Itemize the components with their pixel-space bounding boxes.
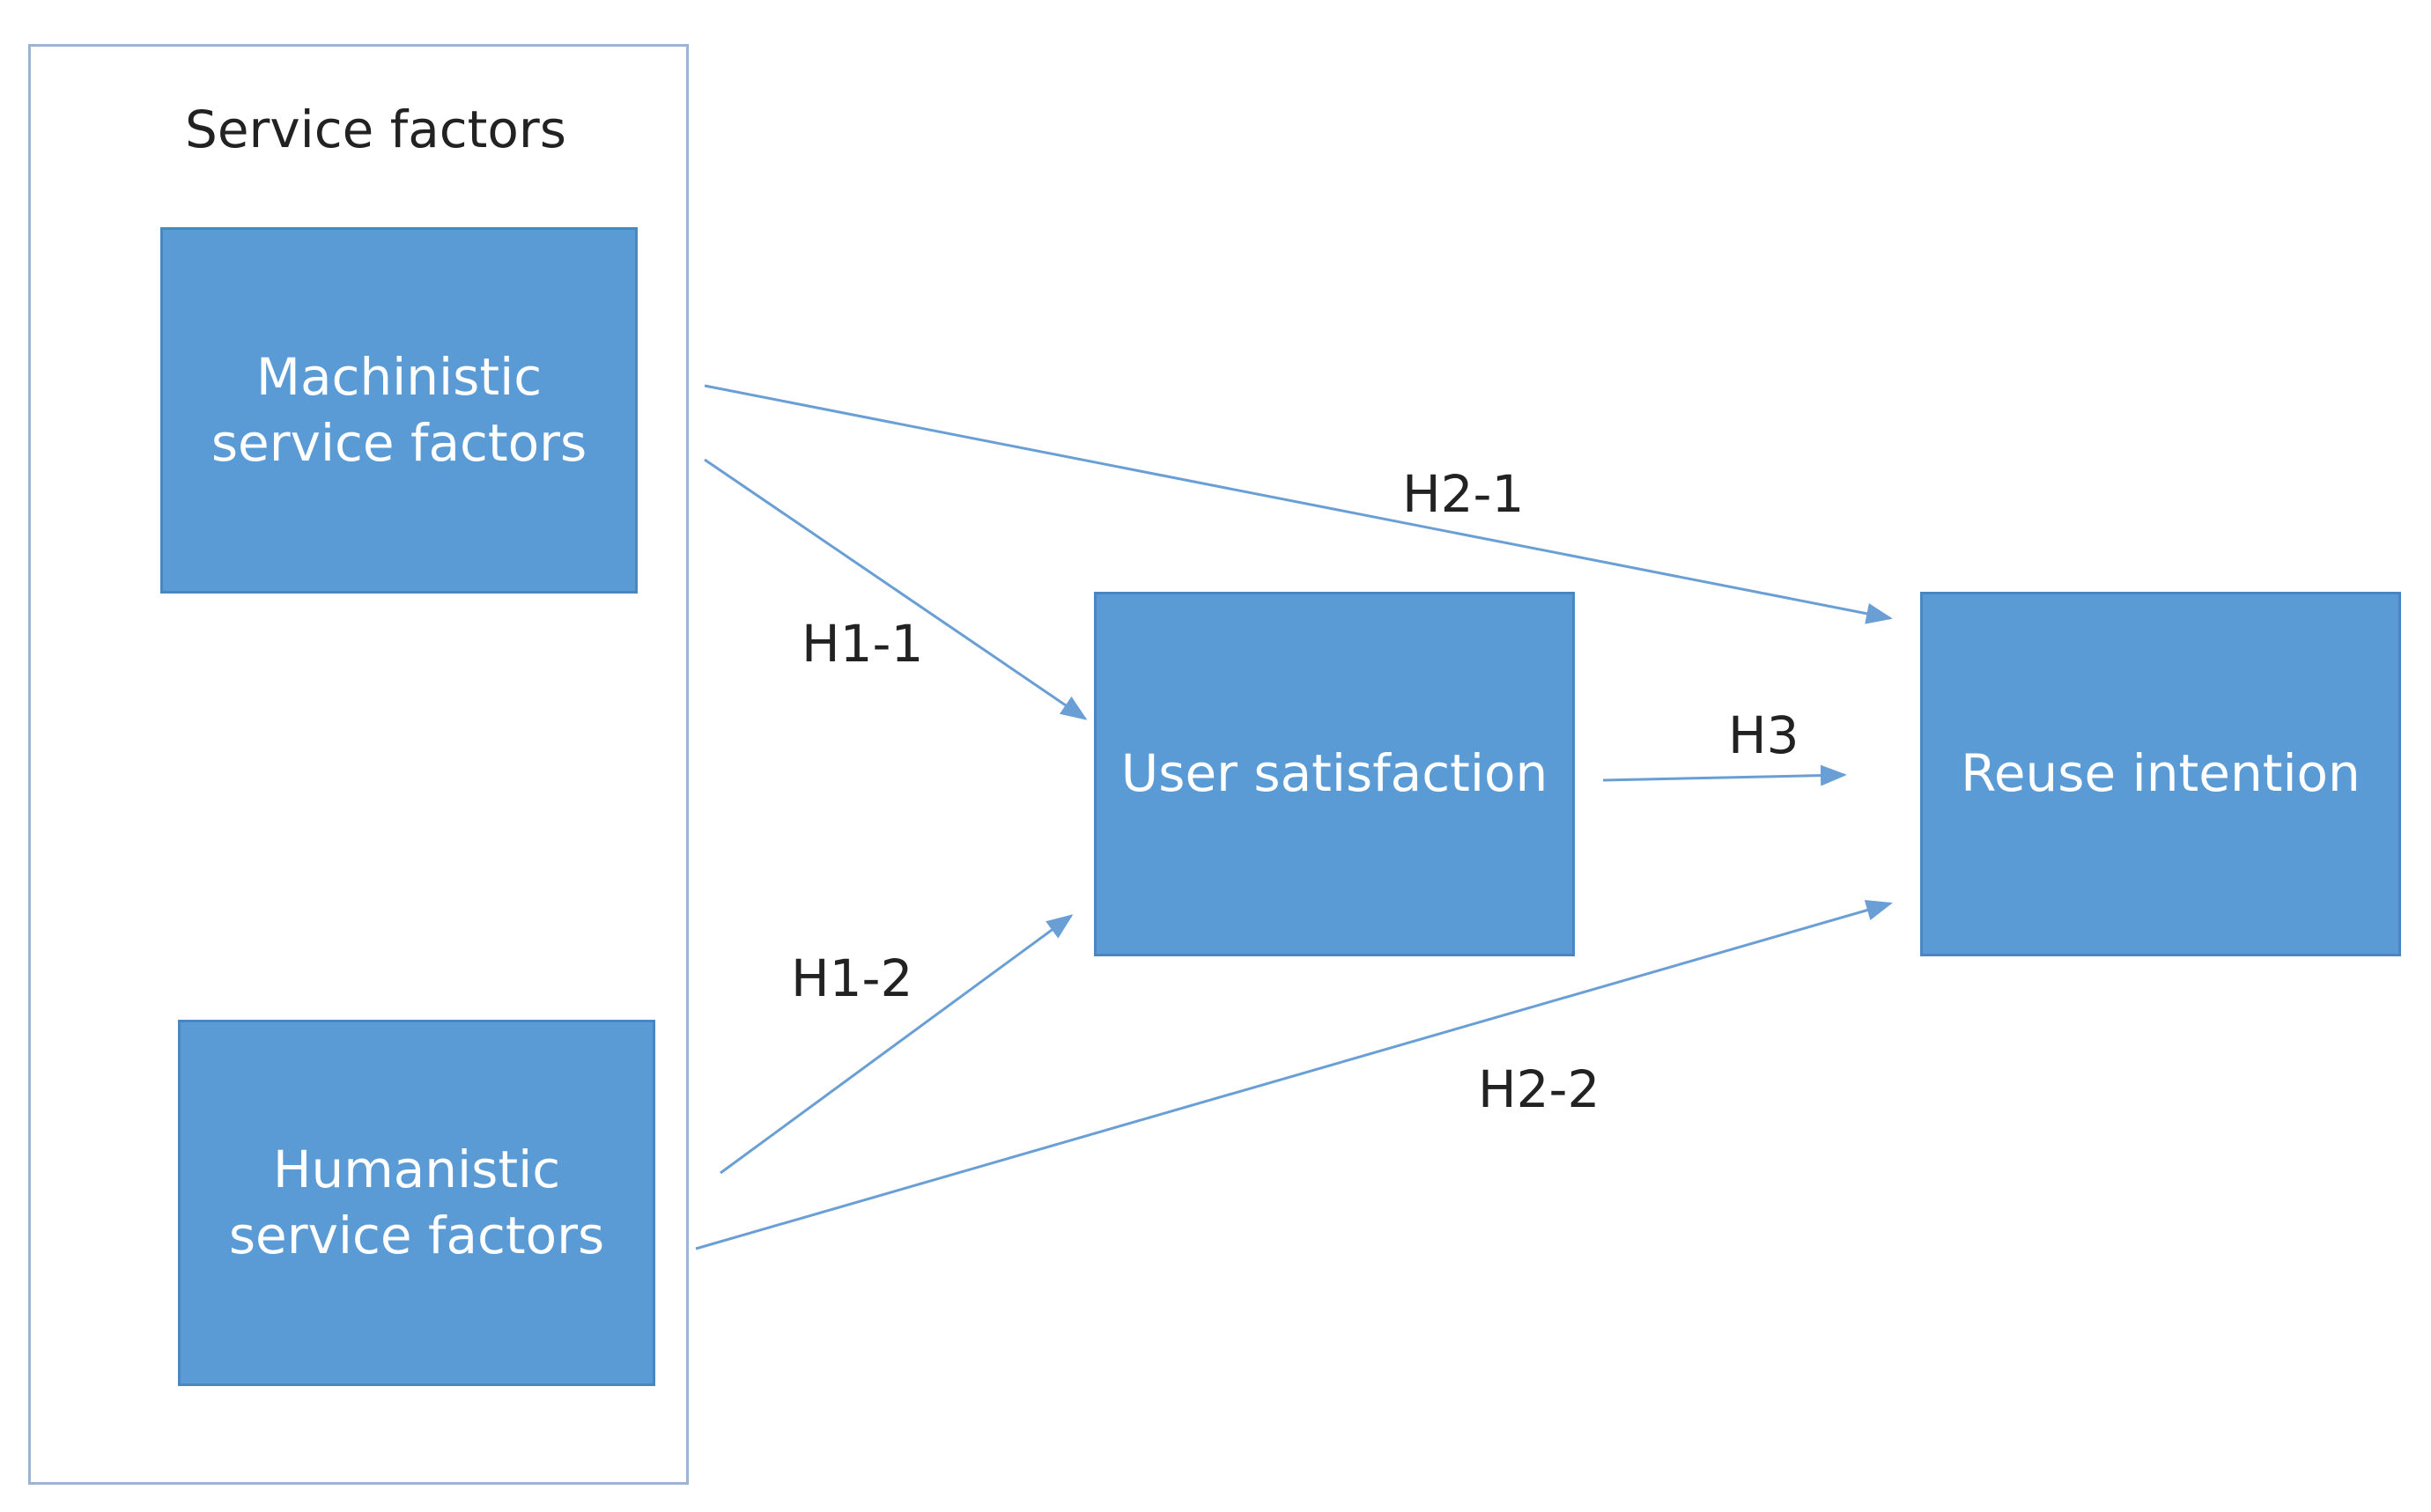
user-satisfaction-label: User satisfaction [1120,743,1548,804]
machinistic-label-line1: Machinistic [255,346,543,407]
reuse-intention-label: Reuse intention [1961,743,2361,804]
machinistic-service-factors-node: Machinistic service factors [160,227,638,594]
edge-h2-1 [704,384,1893,624]
edge-h1-1 [704,458,1088,720]
service-factors-title: Service factors [185,100,566,159]
edge-label-h2-2: H2-2 [1478,1059,1600,1119]
humanistic-label-line2: service factors [228,1206,605,1265]
edge-label-h1-1: H1-1 [802,614,924,674]
edge-label-h3: H3 [1728,705,1799,765]
edge-label-h1-2: H1-2 [791,948,913,1008]
edge-label-h2-1: H2-1 [1402,464,1525,524]
edge-h3 [1602,764,1847,786]
user-satisfaction-node: User satisfaction [1094,592,1575,956]
reuse-intention-node: Reuse intention [1920,592,2401,956]
humanistic-service-factors-node: Humanistic service factors [178,1020,655,1386]
machinistic-label-line2: service factors [211,413,587,473]
humanistic-label-line1: Humanistic [272,1139,561,1199]
